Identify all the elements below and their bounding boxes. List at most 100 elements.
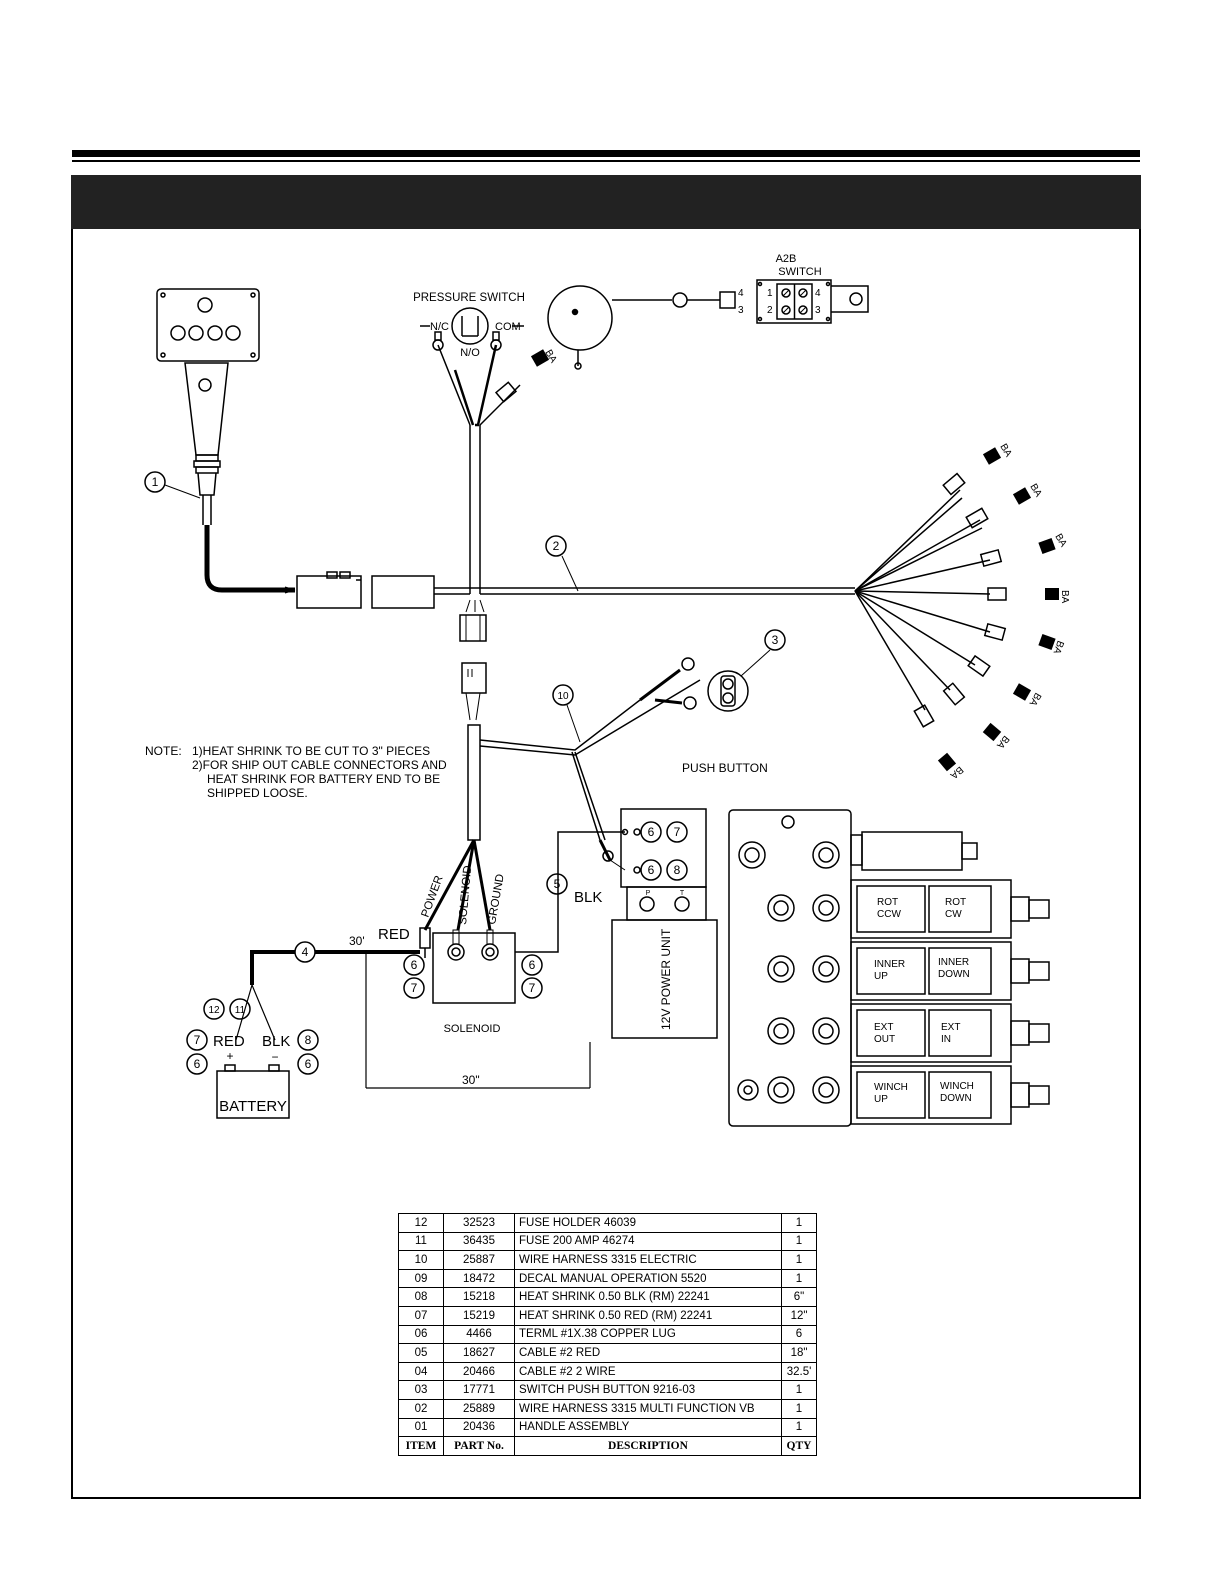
valve-label-2a: ROT bbox=[945, 897, 966, 908]
cell-part: 4466 bbox=[443, 1324, 515, 1345]
balloon-7-bat: 7 bbox=[194, 1033, 201, 1047]
valve-label-2b: CW bbox=[945, 909, 962, 920]
cell-desc: DECAL MANUAL OPERATION 5520 bbox=[514, 1268, 782, 1289]
balloon-6-bat-left: 6 bbox=[194, 1057, 201, 1071]
balloon-6-bat-right: 6 bbox=[305, 1057, 312, 1071]
cell-item: 11 bbox=[398, 1231, 444, 1252]
pressure-switch bbox=[420, 307, 524, 351]
cell-part: 15218 bbox=[443, 1287, 515, 1307]
solenoid bbox=[419, 927, 516, 1004]
cell-qty: 6 bbox=[781, 1324, 817, 1345]
cell-qty: 1 bbox=[781, 1268, 817, 1289]
cell-qty: 1 bbox=[781, 1213, 817, 1233]
push-button-switch bbox=[707, 649, 771, 712]
fanout-connectors bbox=[913, 472, 1007, 728]
term-t: T bbox=[680, 890, 685, 897]
handle-cable bbox=[204, 525, 295, 593]
handle-assembly bbox=[156, 288, 260, 525]
balloons bbox=[144, 471, 786, 1075]
valve-label-6b: IN bbox=[941, 1034, 951, 1045]
cell-qty: 1 bbox=[781, 1380, 817, 1400]
valve-label-1a: ROT bbox=[877, 897, 898, 908]
balloon-3: 3 bbox=[772, 633, 779, 647]
valve-label-7b: UP bbox=[874, 1094, 888, 1105]
handle-connector bbox=[296, 575, 362, 609]
cell-item: 06 bbox=[398, 1324, 444, 1345]
center-plug bbox=[459, 599, 487, 721]
a2b-switch bbox=[756, 279, 869, 324]
cell-item: 07 bbox=[398, 1305, 444, 1326]
ground-wire-label: GROUND bbox=[486, 873, 507, 925]
cell-qty: 12" bbox=[781, 1305, 817, 1326]
balloon-6-pu-top: 6 bbox=[648, 825, 655, 839]
cell-part: 25889 bbox=[443, 1398, 515, 1419]
note-line-3: HEAT SHRINK FOR BATTERY END TO BE bbox=[207, 772, 441, 786]
battery-red-label: RED bbox=[213, 1033, 245, 1050]
balloon-10: 10 bbox=[557, 691, 569, 702]
balloon-2: 2 bbox=[553, 539, 560, 553]
header-rule-thick bbox=[72, 150, 1140, 157]
valve-label-6a: EXT bbox=[941, 1022, 960, 1033]
cell-desc: CABLE #2 2 WIRE bbox=[514, 1361, 782, 1382]
valve-label-7a: WINCH bbox=[874, 1082, 908, 1093]
ba-label-3: BA bbox=[1052, 532, 1068, 549]
cell-part: 20436 bbox=[443, 1417, 515, 1438]
cell-qty: 1 bbox=[781, 1417, 817, 1438]
pressure-switch-label: PRESSURE SWITCH bbox=[413, 292, 525, 304]
valve-label-8a: WINCH bbox=[940, 1081, 974, 1092]
valve-label-5b: OUT bbox=[874, 1034, 895, 1045]
term-p: P bbox=[646, 890, 651, 897]
header-desc: DESCRIPTION bbox=[514, 1436, 782, 1456]
cell-desc: HANDLE ASSEMBLY bbox=[514, 1417, 782, 1438]
harness-connector bbox=[371, 575, 435, 609]
balloon-6-sol-right: 6 bbox=[529, 958, 536, 972]
balloon-7-pu-top: 7 bbox=[674, 825, 681, 839]
note-line-1: 1)HEAT SHRINK TO BE CUT TO 3" PIECES bbox=[192, 744, 431, 758]
note-label: NOTE: bbox=[145, 744, 182, 758]
a2b-pin-2: 2 bbox=[767, 305, 773, 316]
balloon-8-bat: 8 bbox=[305, 1033, 312, 1047]
cell-item: 12 bbox=[398, 1213, 444, 1233]
harness-fanout bbox=[854, 489, 991, 711]
ba-label-pressure: BA bbox=[542, 348, 558, 365]
cell-desc: HEAT SHRINK 0.50 BLK (RM) 22241 bbox=[514, 1287, 782, 1307]
cell-part: 18627 bbox=[443, 1343, 515, 1363]
com-label: COM bbox=[495, 321, 521, 333]
valve-label-4b: DOWN bbox=[938, 969, 970, 980]
battery bbox=[216, 1064, 290, 1119]
cell-qty: 6" bbox=[781, 1287, 817, 1307]
balloon-7-sol-left: 7 bbox=[411, 981, 418, 995]
ba-label-5: BA bbox=[1051, 639, 1066, 656]
cell-qty: 1 bbox=[781, 1250, 817, 1270]
header-rule-thin bbox=[72, 160, 1140, 162]
red-wire-label: RED bbox=[378, 926, 410, 943]
balloon-8-pu-bottom: 8 bbox=[674, 863, 681, 877]
power-unit-label: 12V POWER UNIT bbox=[659, 928, 673, 1030]
balloon-7-sol-right: 7 bbox=[529, 981, 536, 995]
cell-desc: HEAT SHRINK 0.50 RED (RM) 22241 bbox=[514, 1305, 782, 1326]
a2b-label: A2B bbox=[776, 253, 797, 265]
solenoid-wire-label: SOLENOID bbox=[457, 865, 474, 925]
cell-item: 03 bbox=[398, 1380, 444, 1400]
cell-desc: WIRE HARNESS 3315 MULTI FUNCTION VB bbox=[514, 1398, 782, 1419]
cell-desc: SWITCH PUSH BUTTON 9216-03 bbox=[514, 1380, 782, 1400]
cell-part: 36435 bbox=[443, 1231, 515, 1252]
cell-part: 32523 bbox=[443, 1213, 515, 1233]
no-label: N/O bbox=[460, 347, 480, 359]
cell-part: 15219 bbox=[443, 1305, 515, 1326]
cell-part: 18472 bbox=[443, 1268, 515, 1289]
power-unit bbox=[611, 808, 718, 1039]
push-button-label: PUSH BUTTON bbox=[682, 761, 768, 775]
valve-label-5a: EXT bbox=[874, 1022, 893, 1033]
cell-item: 01 bbox=[398, 1417, 444, 1438]
title-bar bbox=[71, 175, 1141, 229]
len-30-ft: 30' bbox=[349, 934, 365, 948]
